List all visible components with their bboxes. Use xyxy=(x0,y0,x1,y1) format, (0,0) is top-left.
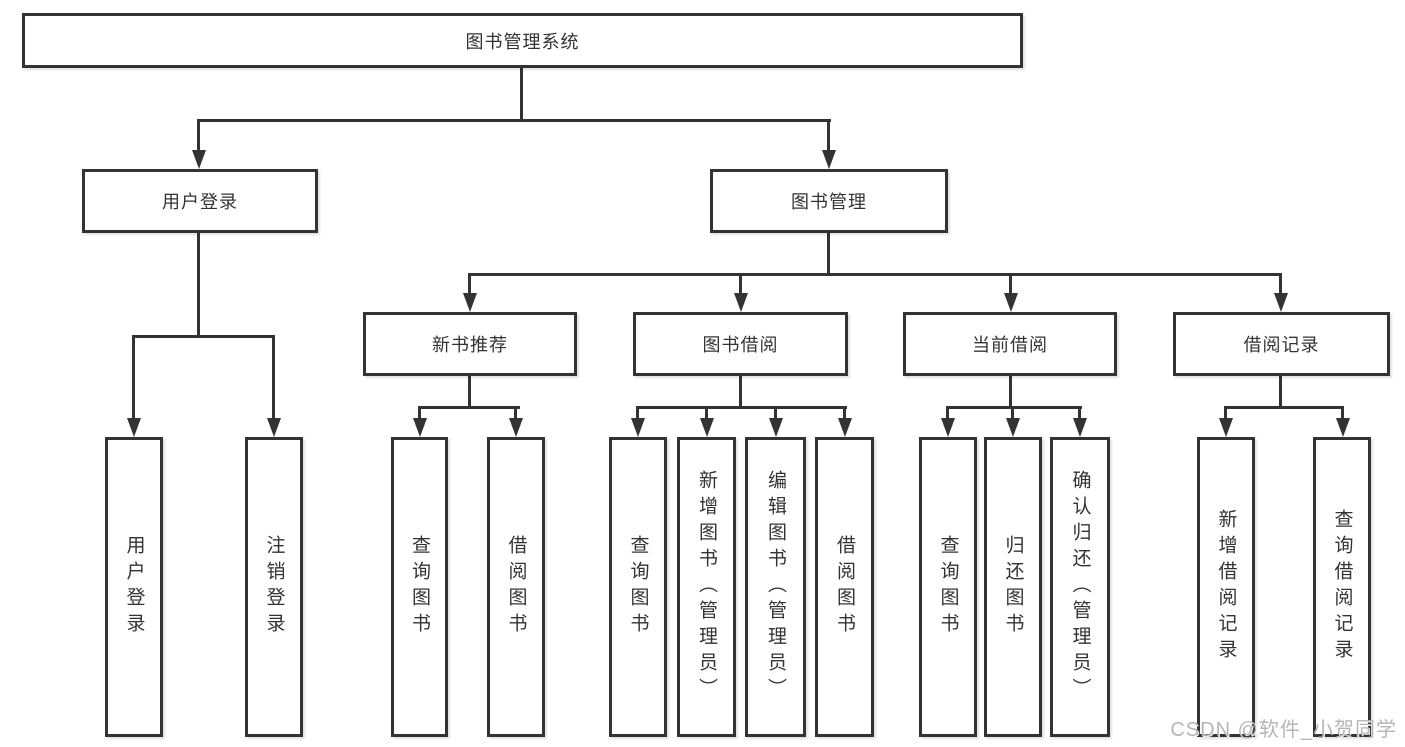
edge-new-book-stub xyxy=(468,376,471,409)
leaf-edit-book: 编辑图书（管理员） xyxy=(745,437,806,737)
arrow-down-icon xyxy=(1274,293,1288,312)
edge-current-borrow-bar xyxy=(946,406,1082,409)
leaf-add-book-label: 新增图书（管理员） xyxy=(696,470,717,704)
arrow-down-icon xyxy=(1336,418,1350,437)
edge-level2-bar xyxy=(198,119,831,122)
leaf-user-login-label: 用户登录 xyxy=(123,535,145,639)
leaf-logout-label: 注销登录 xyxy=(263,535,285,639)
edge-to-leaf-login xyxy=(132,335,135,420)
leaf-borrow-book-1: 借阅图书 xyxy=(487,437,545,737)
node-book-mgmt: 图书管理 xyxy=(710,169,948,233)
arrow-down-icon xyxy=(127,418,141,437)
leaf-add-book: 新增图书（管理员） xyxy=(677,437,736,737)
edge-user-login-stub xyxy=(197,232,200,338)
leaf-add-record-label: 新增借阅记录 xyxy=(1215,509,1237,665)
leaf-query-book-2-label: 查询图书 xyxy=(627,535,649,639)
leaf-confirm-return: 确认归还（管理员） xyxy=(1050,437,1110,737)
node-current-borrow-label: 当前借阅 xyxy=(972,335,1048,355)
edge-leaf xyxy=(705,406,708,420)
edge-leaf xyxy=(636,406,639,420)
arrow-down-icon xyxy=(734,293,748,312)
leaf-confirm-return-label: 确认归还（管理员） xyxy=(1069,470,1091,704)
leaf-add-record: 新增借阅记录 xyxy=(1197,437,1255,737)
edge-book-mgmt-stub xyxy=(827,232,830,276)
leaf-query-book-2: 查询图书 xyxy=(609,437,667,737)
edge-book-borrow-stub xyxy=(739,376,742,409)
arrow-down-icon xyxy=(413,418,427,437)
arrow-down-icon xyxy=(769,418,783,437)
edge-leaf xyxy=(1011,406,1014,420)
node-root-label: 图书管理系统 xyxy=(465,31,580,52)
edge-to-user-login xyxy=(197,119,200,152)
edge-leaf xyxy=(843,406,846,420)
arrow-down-icon xyxy=(267,418,281,437)
edge-leaf xyxy=(774,406,777,420)
arrow-down-icon xyxy=(463,293,477,312)
leaf-query-book-1-label: 查询图书 xyxy=(409,535,430,639)
arrow-down-icon xyxy=(1219,418,1233,437)
leaf-borrow-book-1-label: 借阅图书 xyxy=(505,535,527,639)
node-user-login: 用户登录 xyxy=(82,169,318,233)
node-root: 图书管理系统 xyxy=(22,13,1023,68)
edge-to-borrow-records xyxy=(1279,273,1282,295)
leaf-query-book-3-label: 查询图书 xyxy=(937,535,959,639)
node-new-book-rec: 新书推荐 xyxy=(363,312,577,376)
leaf-query-book-1: 查询图书 xyxy=(391,437,448,737)
edge-leaf xyxy=(1078,406,1081,420)
edge-leaf xyxy=(1224,406,1227,420)
leaf-query-record: 查询借阅记录 xyxy=(1313,437,1371,737)
leaf-edit-book-label: 编辑图书（管理员） xyxy=(765,470,786,704)
edge-to-book-borrow xyxy=(739,273,742,295)
node-current-borrow: 当前借阅 xyxy=(903,312,1117,376)
leaf-query-book-3: 查询图书 xyxy=(919,437,977,737)
arrow-down-icon xyxy=(509,418,523,437)
arrow-down-icon xyxy=(1073,418,1087,437)
leaf-borrow-book-2: 借阅图书 xyxy=(815,437,874,737)
node-book-borrow: 图书借阅 xyxy=(633,312,848,376)
node-new-book-rec-label: 新书推荐 xyxy=(432,335,508,355)
node-book-mgmt-label: 图书管理 xyxy=(791,192,867,212)
edge-borrow-records-bar xyxy=(1224,406,1344,409)
leaf-return-book: 归还图书 xyxy=(984,437,1042,737)
arrow-down-icon xyxy=(941,418,955,437)
edge-leaf xyxy=(418,406,421,420)
arrow-down-icon xyxy=(838,418,852,437)
arrow-down-icon xyxy=(631,418,645,437)
edge-level3-bar xyxy=(468,273,1282,276)
node-book-borrow-label: 图书借阅 xyxy=(702,335,779,355)
edge-current-borrow-stub xyxy=(1009,376,1012,409)
leaf-user-login: 用户登录 xyxy=(105,437,163,737)
edge-to-current-borrow xyxy=(1009,273,1012,295)
node-borrow-records-label: 借阅记录 xyxy=(1243,335,1320,355)
edge-leaf xyxy=(514,406,517,420)
leaf-query-record-label: 查询借阅记录 xyxy=(1331,509,1353,665)
node-user-login-label: 用户登录 xyxy=(162,192,238,212)
edge-leaf xyxy=(1341,406,1344,420)
edge-root-stub xyxy=(520,66,523,122)
node-borrow-records: 借阅记录 xyxy=(1173,312,1390,376)
edge-book-borrow-bar xyxy=(636,406,847,409)
edge-to-new-book xyxy=(468,273,471,295)
arrow-down-icon xyxy=(822,150,836,169)
edge-to-leaf-logout xyxy=(272,335,275,420)
arrow-down-icon xyxy=(1006,418,1020,437)
edge-to-book-mgmt xyxy=(827,119,830,152)
edge-leaf xyxy=(946,406,949,420)
arrow-down-icon xyxy=(700,418,714,437)
edge-borrow-records-stub xyxy=(1279,376,1282,409)
leaf-logout: 注销登录 xyxy=(245,437,303,737)
edge-new-book-bar xyxy=(418,406,520,409)
watermark: CSDN @软件_小贺同学 xyxy=(1170,719,1397,741)
edge-user-login-bar xyxy=(132,335,275,338)
arrow-down-icon xyxy=(1004,293,1018,312)
leaf-return-book-label: 归还图书 xyxy=(1002,535,1024,639)
leaf-borrow-book-2-label: 借阅图书 xyxy=(834,535,855,639)
arrow-down-icon xyxy=(192,150,206,169)
